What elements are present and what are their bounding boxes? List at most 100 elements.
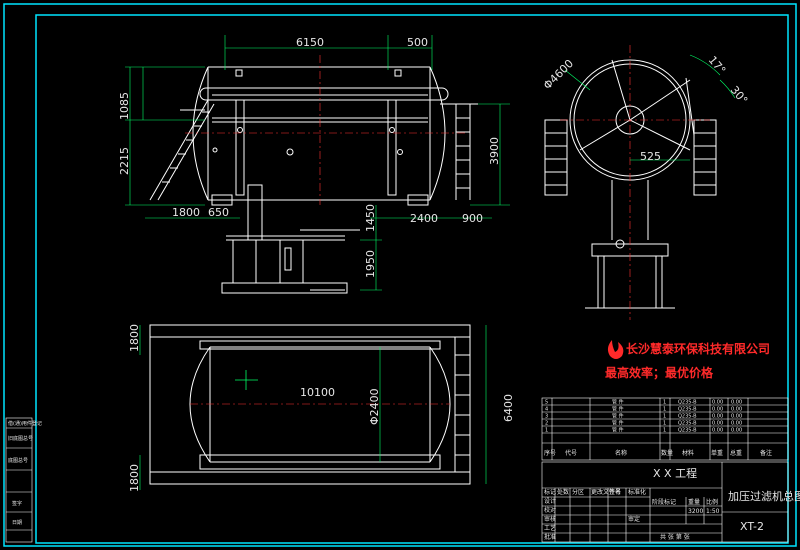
dim-500: 500 <box>407 36 428 49</box>
bom-cell-mat: Q235-B <box>678 421 697 427</box>
outer-frame <box>3 3 797 547</box>
sidebar-label-2: 底图总号 <box>8 457 28 464</box>
bom-cell-name: 管 件 <box>612 427 624 434</box>
sign-row-5: 批准 <box>544 533 556 541</box>
dim-525: 525 <box>640 150 661 163</box>
title-block-grid <box>541 461 789 543</box>
bom-cell-qty: 1 <box>663 400 666 406</box>
bom-header-qty: 数量 <box>661 449 673 457</box>
bom-cell-name: 管 件 <box>612 413 624 420</box>
sign-row-3: 审核 <box>544 515 556 523</box>
sign-col-0: 处数 <box>557 488 569 496</box>
sheet-info: 共 张 第 张 <box>660 533 690 541</box>
bom-cell-mat: Q235-B <box>678 428 697 434</box>
bom-cell-w2: 0.00 <box>731 400 742 406</box>
sign-row-1: 设计 <box>544 497 556 505</box>
bom-cell-no: 1 <box>545 428 548 434</box>
sidebar-label-4: 日期 <box>12 520 22 526</box>
plan-green-cross <box>235 370 258 390</box>
dim-1800-top: 1800 <box>128 324 141 352</box>
bom-header-name: 名称 <box>615 449 627 457</box>
sidebar-label-0: 借(通)用件登记 <box>8 420 42 427</box>
dim-2400: 2400 <box>410 212 438 225</box>
dim-900: 900 <box>462 212 483 225</box>
stage-mark-label: 阶段标记 <box>652 498 676 506</box>
sign-col-2: 更改文件号 <box>591 488 621 496</box>
bom-cell-w2: 0.00 <box>731 414 742 420</box>
bom-cell-qty: 1 <box>663 428 666 434</box>
bom-header-unit-weight: 单重 <box>711 449 723 457</box>
company-slogan: 最高效率；最优价格 <box>605 365 714 380</box>
dim-1800: 1800 <box>172 206 200 219</box>
bom-cell-name: 管 件 <box>612 406 624 413</box>
bom-cell-w2: 0.00 <box>731 407 742 413</box>
drawing-title: 加压过滤机总图 <box>728 489 800 503</box>
bom-cell-no: 3 <box>545 414 548 420</box>
sidebar-label-1: 旧底图总号 <box>8 435 33 442</box>
front-dimensions <box>125 35 510 291</box>
plan-view <box>149 324 471 485</box>
drawing-number: XT-2 <box>740 520 764 533</box>
bom-cell-mat: Q235-B <box>678 407 697 413</box>
side-dimensions <box>564 54 736 161</box>
dim-6400: 6400 <box>502 394 515 422</box>
sign-row-0: 标记 <box>544 488 556 496</box>
bom-cell-mat: Q235-B <box>678 400 697 406</box>
sign-row-2: 校对 <box>544 506 556 514</box>
project-name: X X 工程 <box>653 467 697 480</box>
bom-cell-w1: 0.00 <box>712 428 723 434</box>
sign-row-4: 工艺 <box>544 524 556 532</box>
left-sidebar-table <box>5 417 33 543</box>
side-centerlines <box>560 45 710 320</box>
bom-cell-no: 2 <box>545 421 548 427</box>
std-label: 标准化 <box>628 488 646 496</box>
dim-2215: 2215 <box>118 147 131 175</box>
bom-cell-w1: 0.00 <box>712 421 723 427</box>
bom-table-grid <box>541 397 789 461</box>
plan-dimensions <box>139 325 487 490</box>
bom-cell-name: 管 件 <box>612 399 624 406</box>
dim-3900: 3900 <box>488 137 501 165</box>
front-view <box>149 66 478 294</box>
bom-cell-no: 5 <box>545 400 548 406</box>
scale-value: 1:50 <box>706 508 720 515</box>
front-centerlines <box>185 55 465 205</box>
inner-frame <box>35 14 789 544</box>
dim-1800-bottom: 1800 <box>128 464 141 492</box>
side-view <box>544 59 717 309</box>
dim-30-degree: 30° <box>728 84 750 107</box>
company-logo <box>607 340 624 359</box>
dim-17-degree: 17° <box>706 54 728 77</box>
company-name: 长沙慧泰环保科技有限公司 <box>626 341 770 356</box>
bom-cell-no: 4 <box>545 407 548 413</box>
bom-cell-qty: 1 <box>663 407 666 413</box>
dim-6150: 6150 <box>296 36 324 49</box>
bom-cell-qty: 1 <box>663 421 666 427</box>
bom-cell-name: 管 件 <box>612 420 624 427</box>
dim-1950: 1950 <box>364 250 377 278</box>
sign-col-1: 分区 <box>572 488 584 496</box>
dim-d2400: Φ2400 <box>368 388 381 425</box>
review-label: 审定 <box>628 515 640 523</box>
bom-cell-w1: 0.00 <box>712 414 723 420</box>
bom-header-material: 材料 <box>682 449 694 457</box>
weight-value: 3200 <box>688 508 703 515</box>
dim-1085: 1085 <box>118 92 131 120</box>
bom-cell-w1: 0.00 <box>712 407 723 413</box>
bom-cell-qty: 1 <box>663 414 666 420</box>
bom-header-remarks: 备注 <box>760 449 772 457</box>
bom-cell-w2: 0.00 <box>731 421 742 427</box>
dim-650: 650 <box>208 206 229 219</box>
sign-col-3: 签名 <box>609 488 621 496</box>
bom-cell-w1: 0.00 <box>712 400 723 406</box>
weight-label: 重量 <box>688 498 700 506</box>
dim-10100: 10100 <box>300 386 335 399</box>
bom-cell-mat: Q235-B <box>678 414 697 420</box>
scale-label: 比例 <box>706 498 718 506</box>
bom-cell-w2: 0.00 <box>731 428 742 434</box>
bom-header-code: 代号 <box>565 449 577 457</box>
sidebar-label-3: 签字 <box>12 500 22 507</box>
bom-header-no: 序号 <box>544 449 556 457</box>
